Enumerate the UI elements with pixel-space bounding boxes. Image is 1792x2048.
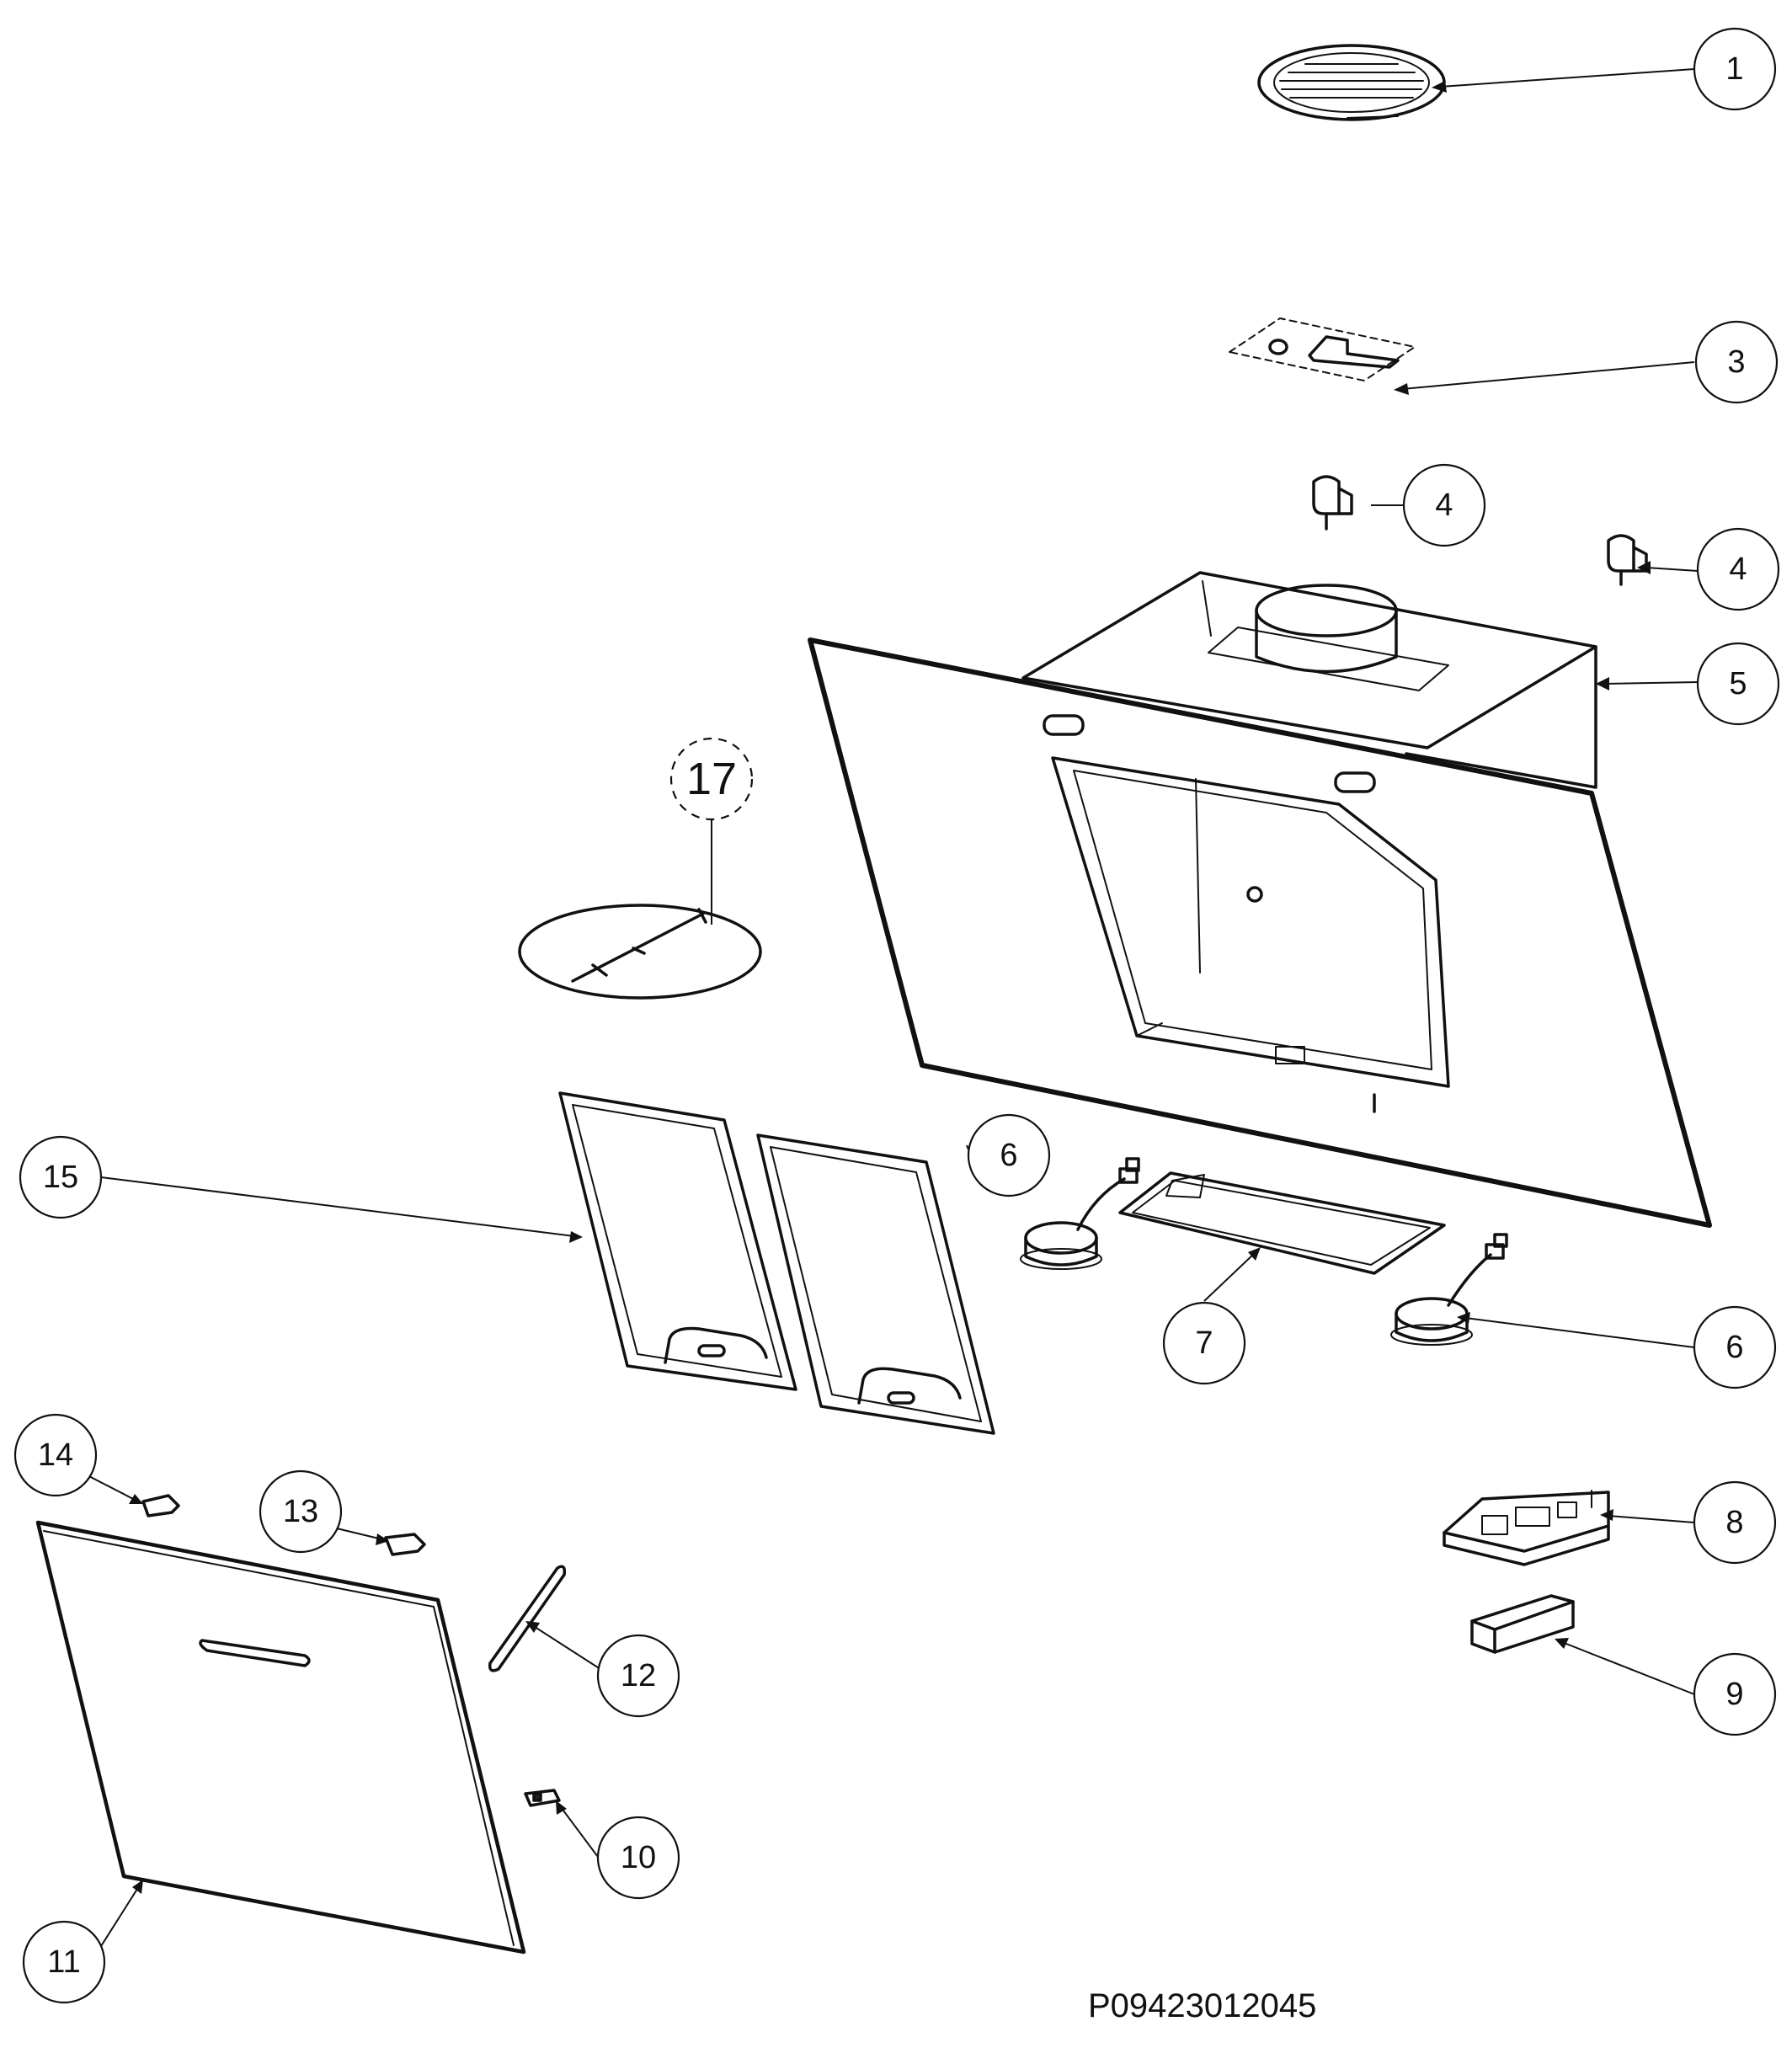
svg-text:1: 1	[1725, 51, 1743, 87]
part-6-lamp-left	[1020, 1157, 1140, 1270]
svg-text:9: 9	[1725, 1677, 1743, 1712]
svg-text:6: 6	[1725, 1330, 1743, 1365]
part-15-grease-filter-left	[558, 1091, 797, 1391]
svg-text:15: 15	[43, 1160, 78, 1195]
callout-5: 5	[1696, 642, 1780, 726]
svg-text:13: 13	[283, 1494, 318, 1529]
svg-text:7: 7	[1195, 1325, 1213, 1361]
part-7-filter-panel	[1118, 1171, 1446, 1275]
callout-6b: 6	[1693, 1305, 1777, 1389]
callout-1: 1	[1693, 27, 1777, 111]
part-12-rod	[488, 1565, 567, 1672]
callout-7: 7	[1162, 1301, 1246, 1385]
callout-6a: 6	[967, 1113, 1051, 1197]
callout-10: 10	[596, 1816, 680, 1900]
part-8-control-board	[1443, 1490, 1610, 1566]
callout-9: 9	[1693, 1652, 1777, 1736]
part-3-switch-module	[1229, 317, 1416, 381]
part-10-block	[524, 1789, 561, 1807]
svg-text:3: 3	[1727, 344, 1745, 380]
svg-text:10: 10	[621, 1840, 656, 1875]
svg-text:8: 8	[1725, 1505, 1743, 1540]
svg-text:4: 4	[1435, 488, 1453, 523]
callout-12: 12	[596, 1634, 680, 1718]
part-15-grease-filter-right	[756, 1133, 995, 1435]
svg-text:5: 5	[1729, 666, 1747, 701]
part-4-bracket-a	[1312, 475, 1353, 531]
callout-17: 17	[669, 737, 754, 821]
callout-3: 3	[1694, 320, 1779, 404]
callout-4a: 4	[1402, 463, 1486, 547]
callout-8: 8	[1693, 1480, 1777, 1565]
callout-4b: 4	[1696, 527, 1780, 611]
svg-text:14: 14	[38, 1437, 73, 1473]
leader-lines	[83, 68, 1699, 1963]
callout-14: 14	[13, 1413, 98, 1497]
part-13-clip	[384, 1533, 426, 1556]
svg-text:6: 6	[1000, 1138, 1017, 1173]
callout-11: 11	[22, 1920, 106, 2004]
part-9-driver-box	[1470, 1594, 1575, 1654]
part-1-round-grille	[1257, 44, 1446, 121]
part-17-clip	[518, 904, 762, 1000]
part-4-bracket-b	[1607, 534, 1648, 586]
part-5-hood-body	[808, 571, 1712, 1228]
part-11-front-panel	[35, 1520, 526, 1955]
svg-text:12: 12	[621, 1658, 656, 1693]
svg-text:17: 17	[686, 754, 737, 804]
part-14-clip	[141, 1494, 180, 1517]
svg-text:11: 11	[47, 1944, 80, 1980]
document-number: P09423012045	[1088, 1987, 1316, 2024]
svg-text:4: 4	[1729, 552, 1747, 587]
callout-15: 15	[19, 1135, 103, 1219]
callout-13: 13	[259, 1469, 343, 1554]
